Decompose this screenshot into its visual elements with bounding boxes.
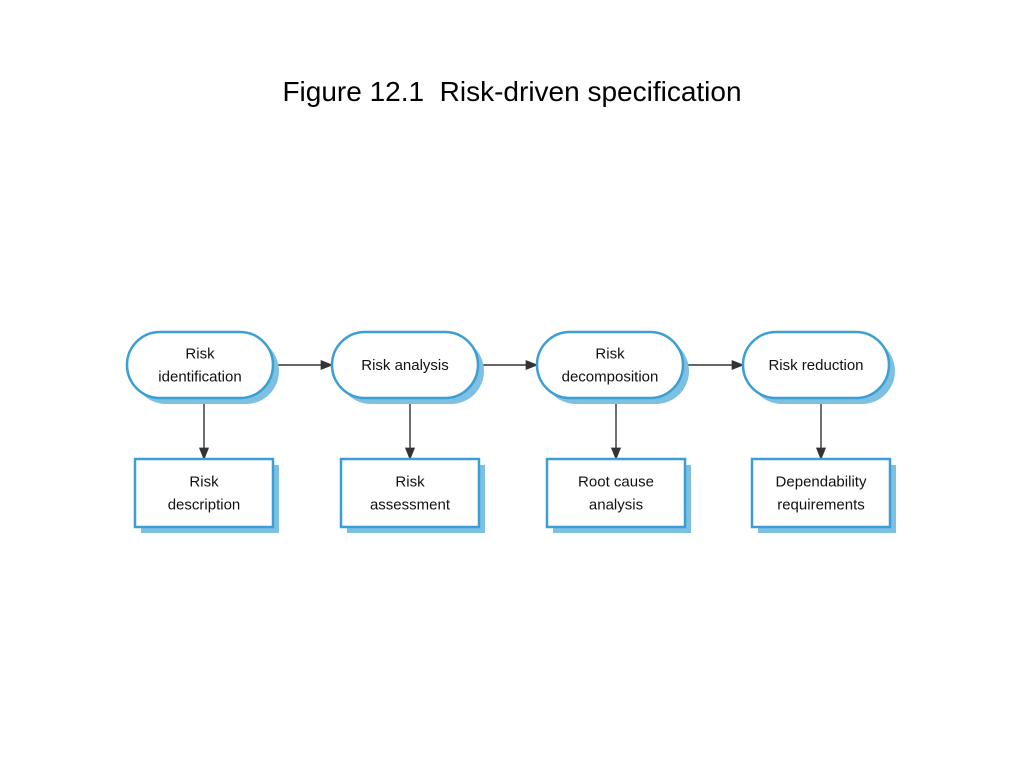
output-root-cause-analysis-label-line: Root cause	[578, 474, 654, 491]
output-risk-assessment-label-line: Risk	[395, 474, 425, 491]
stage-risk-decomposition: Risk decomposition	[535, 330, 689, 404]
output-shape	[339, 457, 481, 529]
stage-risk-analysis-label-line: Risk analysis	[361, 357, 449, 374]
stage-risk-decomposition-label-line: Risk	[595, 346, 625, 363]
stage-risk-decomposition-label-line: decomposition	[562, 369, 659, 386]
stage-shape	[741, 330, 891, 400]
output-dependability-requirements-label-line: Dependability	[776, 474, 867, 491]
output-dependability-requirements: Dependability requirements	[750, 457, 896, 533]
stage-shape	[330, 330, 480, 400]
stage-risk-reduction: Risk reduction	[741, 330, 895, 404]
output-root-cause-analysis-label-line: analysis	[589, 497, 643, 514]
output-shape	[545, 457, 687, 529]
output-risk-assessment: Risk assessment	[339, 457, 485, 533]
stage-risk-identification: Risk identification	[125, 330, 279, 404]
stage-risk-reduction-label-line: Risk reduction	[768, 357, 863, 374]
output-root-cause-analysis: Root cause analysis	[545, 457, 691, 533]
output-risk-description: Risk description	[133, 457, 279, 533]
output-risk-description-label-line: description	[168, 497, 241, 514]
output-dependability-requirements-label-line: requirements	[777, 497, 865, 514]
stage-risk-identification-label-line: identification	[158, 369, 241, 386]
figure-title: Figure 12.1 Risk-driven specification	[282, 76, 742, 107]
stage-risk-identification-label-line: Risk	[185, 346, 215, 363]
stage-risk-analysis: Risk analysis	[330, 330, 484, 404]
output-risk-assessment-label-line: assessment	[370, 497, 451, 514]
stage-shape	[535, 330, 685, 400]
output-shape	[133, 457, 275, 529]
stage-shape	[125, 330, 275, 400]
output-shape	[750, 457, 892, 529]
output-risk-description-label-line: Risk	[189, 474, 219, 491]
